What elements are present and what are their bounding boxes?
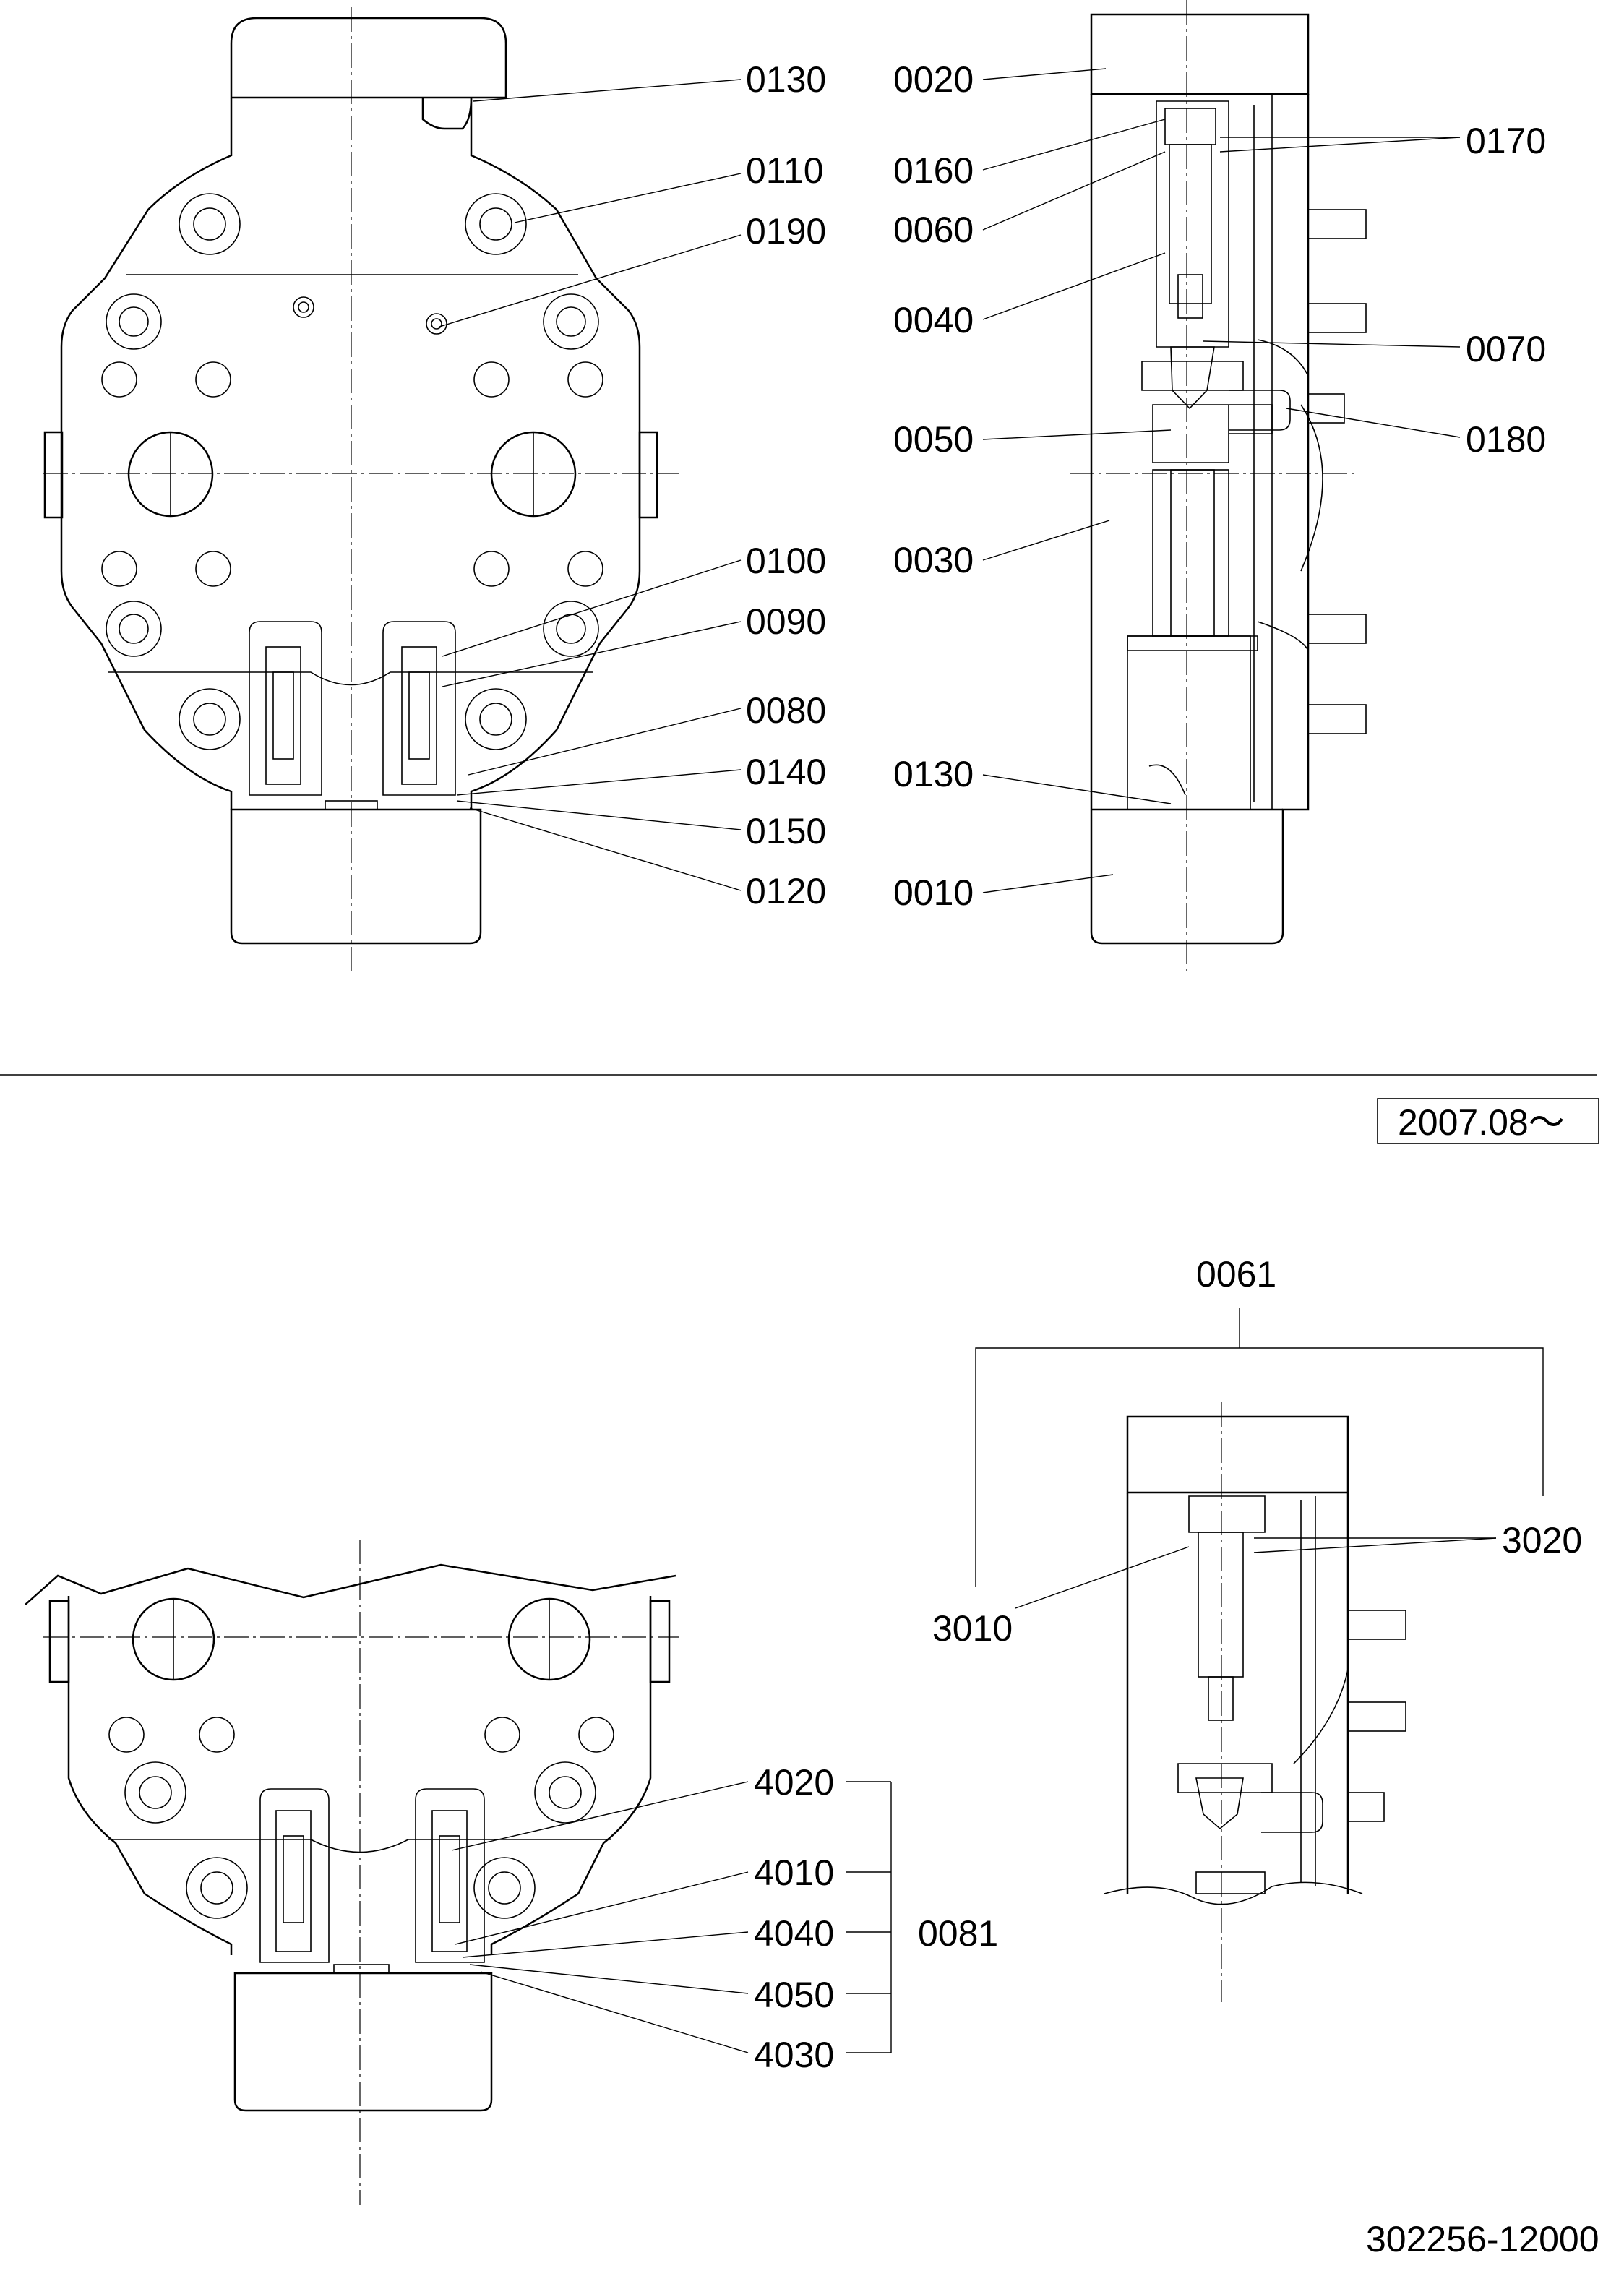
callout-0080: 0080 — [746, 690, 826, 731]
callout-0140: 0140 — [746, 752, 826, 792]
callout-3020: 3020 — [1502, 1520, 1582, 1560]
callout-0130: 0130 — [746, 59, 826, 100]
callout-0150: 0150 — [746, 811, 826, 851]
callout-0010: 0010 — [893, 872, 974, 913]
front-view-bottom-labels: 4020 4010 4040 4050 4030 0081 — [754, 1762, 998, 2075]
revision-box — [1377, 1098, 1599, 1144]
callout-0110: 0110 — [746, 150, 824, 191]
front-view-bottom — [25, 1540, 679, 2205]
section-view-bottom-labels: 0061 3010 3020 — [932, 1254, 1582, 1649]
callout-0040: 0040 — [893, 300, 974, 340]
callout-4030: 4030 — [754, 2035, 834, 2075]
callout-4040: 4040 — [754, 1913, 834, 1954]
callout-0100: 0100 — [746, 541, 826, 581]
callout-4020: 4020 — [754, 1762, 834, 1803]
callout-0030: 0030 — [893, 540, 974, 580]
section-view-bottom-leaders — [1015, 1537, 1497, 1609]
callout-0160: 0160 — [893, 150, 974, 191]
group-0061: 0061 — [1196, 1254, 1276, 1295]
section-view-top — [1070, 0, 1367, 972]
section-view-bottom — [975, 1308, 1544, 2002]
drawing-number: 302256-12000 — [1366, 2219, 1599, 2259]
callout-4050: 4050 — [754, 1975, 834, 2015]
callout-3010: 3010 — [932, 1608, 1013, 1649]
revision-date: 2007.08〜 — [1398, 1102, 1565, 1143]
callout-0170: 0170 — [1466, 121, 1546, 161]
front-view-top — [43, 7, 679, 972]
callout-0190: 0190 — [746, 211, 826, 252]
front-view-bottom-leaders — [451, 1781, 892, 2053]
callout-4010: 4010 — [754, 1853, 834, 1893]
callout-0050: 0050 — [893, 419, 974, 460]
callout-0060: 0060 — [893, 210, 974, 250]
front-view-top-labels: 0130 0110 0190 0100 0090 0080 0140 0150 … — [746, 59, 826, 911]
callout-0180: 0180 — [1466, 419, 1546, 460]
callout-0020: 0020 — [893, 59, 974, 100]
group-0081: 0081 — [918, 1913, 998, 1954]
section-view-top-leaders — [982, 68, 1461, 893]
section-view-top-labels: 0020 0160 0060 0040 0050 0030 0130 0010 … — [893, 59, 1546, 913]
front-view-top-leaders — [439, 79, 742, 891]
callout-0130-b: 0130 — [893, 754, 974, 794]
callout-0090: 0090 — [746, 601, 826, 642]
callout-0120: 0120 — [746, 871, 826, 911]
callout-0070: 0070 — [1466, 329, 1546, 369]
